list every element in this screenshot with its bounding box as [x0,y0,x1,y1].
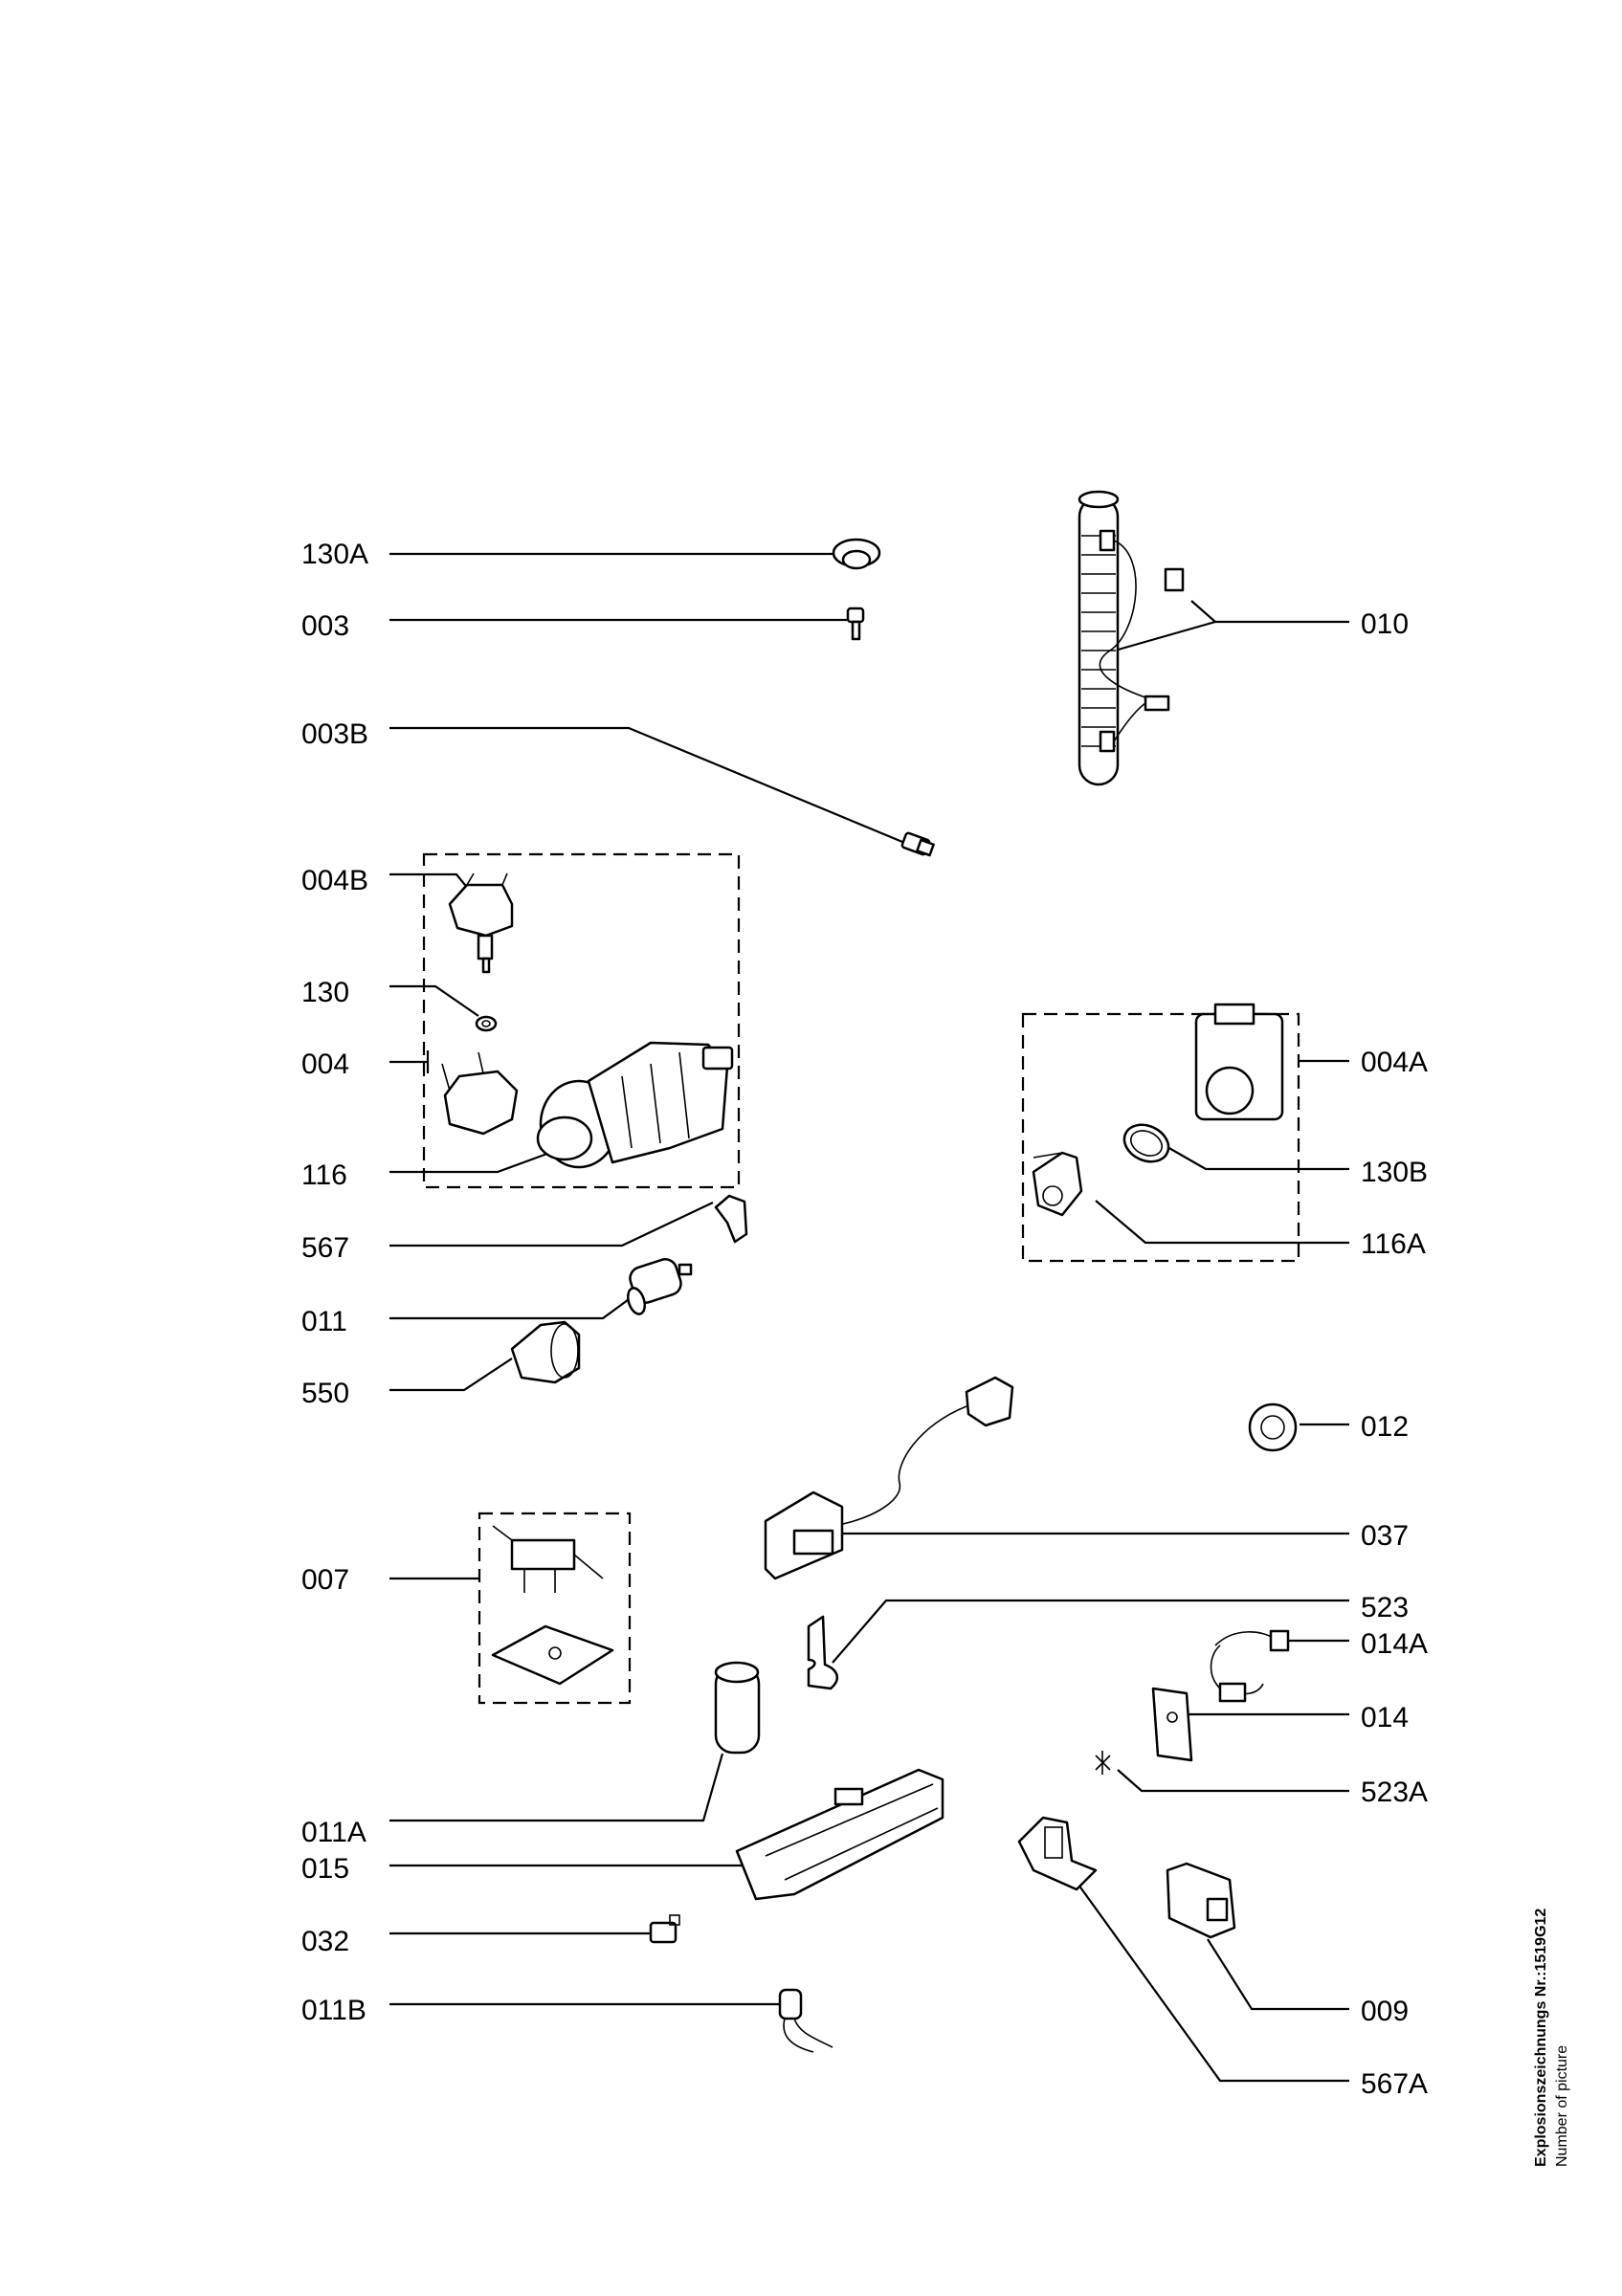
label-004B: 004B [301,865,368,896]
label-130: 130 [301,977,349,1008]
part-007-door-switch [491,1525,614,1686]
part-010-heating-tube [1078,490,1185,786]
label-550: 550 [301,1378,349,1409]
label-567: 567 [301,1232,349,1264]
label-014: 014 [1361,1702,1409,1733]
part-004A-drain-pump [1194,1003,1284,1121]
label-116: 116 [301,1159,347,1191]
label-011A: 011A [301,1817,367,1848]
label-007: 007 [301,1564,349,1596]
drawing-number-caption: Number of picture [1554,2045,1570,2167]
part-003-screw [846,607,865,641]
part-567A-bracket [1017,1816,1098,1891]
label-015: 015 [301,1853,349,1885]
side-caption: Explosionszeichnungs Nr.:1519G12 Number … [1533,1909,1570,2167]
label-003: 003 [301,610,349,642]
label-116A: 116A [1361,1228,1426,1260]
label-004A: 004A [1361,1047,1428,1078]
part-004-pump-motor [441,1041,734,1169]
label-012: 012 [1361,1411,1409,1443]
part-523A-clip [1095,1751,1111,1775]
label-037: 037 [1361,1520,1409,1552]
label-009: 009 [1361,1996,1409,2027]
part-011-capacitor [626,1258,693,1315]
assembly-box-004A [1021,1012,1300,1263]
label-014A: 014A [1361,1628,1428,1660]
part-004B-valve [448,872,514,974]
label-523A: 523A [1361,1777,1428,1808]
part-003B-connector [900,831,935,857]
part-523-holder [807,1615,839,1690]
part-116A-impeller [1032,1151,1083,1217]
part-550-cover [510,1320,581,1384]
part-130A-cap [832,538,881,570]
leader-lines-right [832,600,1349,2083]
assembly-box-007 [478,1512,632,1705]
part-011A-capacitor [714,1661,761,1755]
part-014A-wire-harness [1210,1629,1290,1703]
label-003B: 003B [301,718,368,750]
part-012-pressure-switch [1248,1402,1298,1452]
label-130A: 130A [301,539,368,570]
label-567A: 567A [1361,2068,1428,2100]
drawing-number: Explosionszeichnungs Nr.:1519G12 [1533,1909,1549,2167]
label-010: 010 [1361,608,1409,640]
assembly-box-004 [422,852,741,1189]
part-037-mains-cable [764,1376,1014,1580]
part-009-relay [1166,1862,1236,1939]
part-014-pcb [1151,1687,1193,1762]
part-130-seal [475,1015,498,1032]
label-523: 523 [1361,1592,1409,1623]
label-130B: 130B [1361,1157,1428,1188]
part-015-terminal-block [735,1768,944,1901]
label-004: 004 [301,1049,349,1080]
leader-lines-left [389,552,903,2006]
part-011B-capacitor [778,1988,833,2053]
part-567-clip [714,1194,748,1244]
label-011B: 011B [301,1995,367,2026]
label-032: 032 [301,1926,349,1957]
part-032-connector [649,1914,680,1944]
part-130B-seal-ring [1122,1123,1170,1163]
label-011: 011 [301,1306,347,1337]
